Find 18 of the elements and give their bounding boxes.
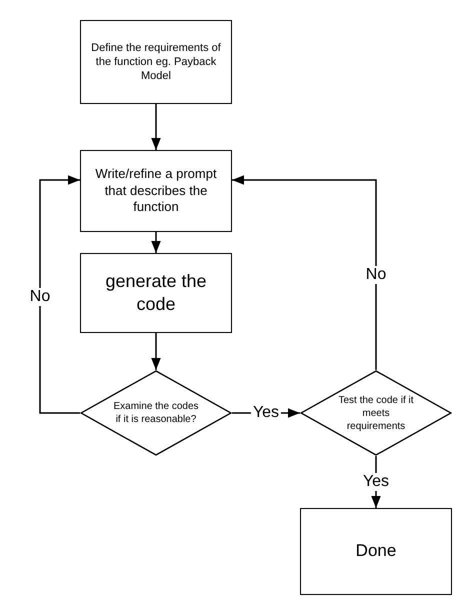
node-text: generate the code <box>104 270 208 316</box>
process-box <box>80 253 232 333</box>
process-box <box>80 150 232 232</box>
arrow <box>39 175 80 414</box>
node-text: Test the code if it meets requirements <box>337 394 415 432</box>
node-text: Write/refine a prompt that describes the function <box>94 164 218 216</box>
arrow <box>232 175 377 370</box>
arrow <box>151 232 161 253</box>
decision-diamond <box>80 370 232 456</box>
edge-label: Yes <box>360 473 392 491</box>
process-box <box>80 20 232 104</box>
node-text: Define the requirements of the function eg. Payback Model <box>90 40 222 84</box>
node-text: Examine the codes if it is reasonable? <box>112 400 200 426</box>
node-text: Done <box>354 540 398 562</box>
decision-diamond <box>300 370 452 456</box>
process-box <box>300 508 452 595</box>
arrow <box>151 333 161 370</box>
arrow <box>151 104 161 150</box>
